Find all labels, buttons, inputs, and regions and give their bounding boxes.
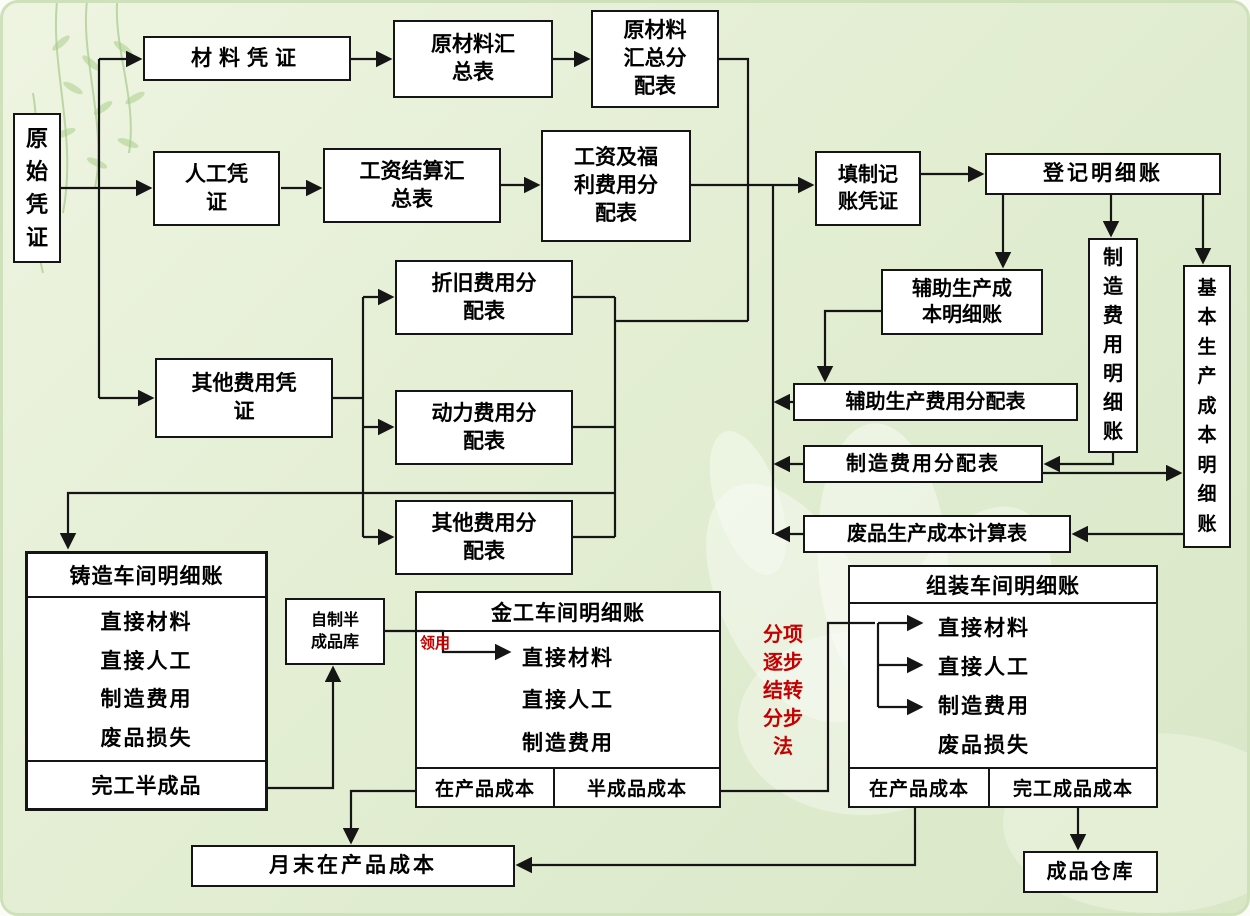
arrow	[268, 665, 342, 790]
node-depreciation-allocation: 折旧费用分 配表	[395, 260, 573, 335]
annotation-stepwise-carryover-method: 分项 逐步 结转 分步 法	[763, 624, 803, 758]
connector	[719, 57, 750, 321]
node-semi-finished-warehouse: 自制半 成品库	[285, 598, 385, 665]
node-labor-vouchers: 人工凭 证	[153, 151, 280, 226]
cost-item-direct-labor: 直接人工	[938, 656, 1030, 680]
node-auxiliary-expense-allocation: 辅助生产费用分配表	[793, 383, 1078, 421]
workshop-title: 组装车间明细账	[850, 567, 1156, 604]
cost-item-scrap-loss: 废品损失	[938, 733, 1030, 757]
node-material-vouchers: 材料凭证	[143, 36, 351, 81]
node-manufacturing-expense-ledger: 制 造 费 用 明 细 账	[1088, 238, 1138, 453]
footer-cell-wip-cost: 在产品成本	[868, 779, 969, 800]
workshop-title: 铸造车间明细账	[28, 554, 265, 598]
node-register-subledgers: 登记明细账	[985, 153, 1221, 195]
node-power-expense-allocation: 动力费用分 配表	[395, 390, 573, 465]
cost-item-direct-material: 直接材料	[938, 617, 1030, 641]
node-basic-production-cost-ledger: 基 本 生 产 成 本 明 细 账	[1183, 265, 1231, 548]
node-raw-material-summary: 原材料汇 总表	[393, 20, 553, 98]
arrow	[515, 808, 917, 874]
workshop-title: 金工车间明细账	[417, 593, 719, 632]
workshop-footer: 完工半成品	[28, 760, 265, 808]
arrow	[342, 789, 415, 845]
workshop-footer: 在产品成本 半成品成本	[417, 767, 719, 806]
cost-item-direct-material: 直接材料	[522, 647, 614, 671]
node-month-end-wip-cost: 月末在产品成本	[191, 845, 515, 887]
cost-item-direct-labor: 直接人工	[522, 689, 614, 713]
footer-cell-wip-cost: 在产品成本	[434, 779, 535, 800]
node-wage-settlement-summary: 工资结算汇 总表	[323, 148, 501, 223]
footer-cell-finished-product-cost: 完工成品成本	[988, 769, 1156, 806]
cost-item-manufacturing-expense: 制造费用	[100, 688, 193, 712]
node-original-vouchers: 原 始 凭 证	[13, 113, 61, 263]
arrow	[816, 309, 881, 383]
workshop-casting-ledger: 铸造车间明细账 直接材料 直接人工 制造费用 废品损失 完工半成品	[25, 551, 268, 811]
workshop-machining-ledger: 金工车间明细账 直接材料 直接人工 制造费用 在产品成本 半成品成本	[415, 591, 721, 808]
cost-item-scrap-loss: 废品损失	[100, 726, 193, 750]
footer-cell-semi-finished-cost: 半成品成本	[553, 769, 719, 806]
node-manufacturing-expense-allocation: 制造费用分配表	[803, 445, 1043, 483]
cost-item-list: 直接材料 直接人工 制造费用 废品损失	[850, 604, 1156, 767]
cost-item-manufacturing-expense: 制造费用	[938, 694, 1030, 718]
cost-item-direct-labor: 直接人工	[100, 649, 193, 673]
lotus-bud	[709, 430, 787, 576]
cost-item-direct-material: 直接材料	[100, 611, 193, 635]
cost-item-manufacturing-expense: 制造费用	[522, 731, 614, 755]
node-other-expense-vouchers: 其他费用凭 证	[155, 358, 333, 438]
cost-item-list: 直接材料 直接人工 制造费用 废品损失	[28, 598, 265, 760]
workshop-assembly-ledger: 组装车间明细账 直接材料 直接人工 制造费用 废品损失 在产品成本 完工成品成本	[848, 565, 1158, 808]
arrow	[1043, 453, 1115, 473]
node-finished-goods-warehouse: 成品仓库	[1023, 851, 1158, 893]
node-other-expense-allocation: 其他费用分 配表	[395, 500, 573, 575]
node-wage-welfare-allocation: 工资及福 利费用分 配表	[541, 130, 691, 242]
cost-item-list: 直接材料 直接人工 制造费用	[417, 632, 719, 767]
node-fill-journal-vouchers: 填制记 账凭证	[815, 151, 921, 226]
node-raw-material-allocation: 原材料 汇总分 配表	[591, 10, 719, 108]
footer-cell-completed-semi-finished: 完工半成品	[91, 775, 202, 798]
node-scrap-cost-calculation: 废品生产成本计算表	[803, 515, 1071, 553]
annotation-requisition: 领用	[420, 635, 451, 652]
node-auxiliary-production-ledger: 辅助生产成 本明细账	[881, 269, 1043, 335]
workshop-footer: 在产品成本 完工成品成本	[850, 767, 1156, 806]
